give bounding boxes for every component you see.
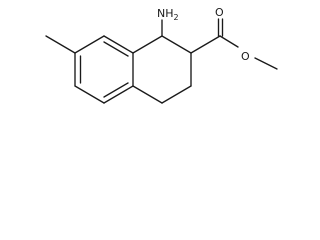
bond-ring-c8a-c8 — [103, 35, 134, 54]
amine-subscript-text: 2 — [174, 13, 179, 22]
bond-c3-c4 — [161, 85, 192, 104]
bond-ring-c5-c4a — [103, 85, 134, 104]
amine-label: NH2 — [157, 7, 179, 22]
carbonyl-oxygen-label: O — [215, 6, 224, 19]
bond-methyl — [45, 35, 76, 54]
bond-ester-o-methyl — [254, 57, 278, 70]
bond-c4-c4a — [132, 85, 163, 104]
bond-c2-carbonyl — [190, 35, 221, 54]
aromatic-ring — [74, 35, 134, 104]
bond-c1-c2 — [161, 35, 192, 54]
bond-ring-double-c5-c4a — [103, 82, 129, 98]
saturated-ring — [132, 35, 192, 104]
amine-nh-text: NH — [157, 7, 174, 20]
bond-ring-double-c8a-c8 — [103, 41, 129, 57]
bond-c8a-c1 — [132, 35, 163, 54]
bond-carbonyl-ester-o — [219, 35, 239, 48]
ester-oxygen-label: O — [241, 50, 250, 63]
molecule-structure: NH2 O O — [45, 6, 278, 104]
bond-ring-c6-c5 — [74, 85, 105, 104]
methyl-ester-group: O O — [190, 6, 278, 70]
bond-ring-c8-c7 — [74, 35, 105, 54]
